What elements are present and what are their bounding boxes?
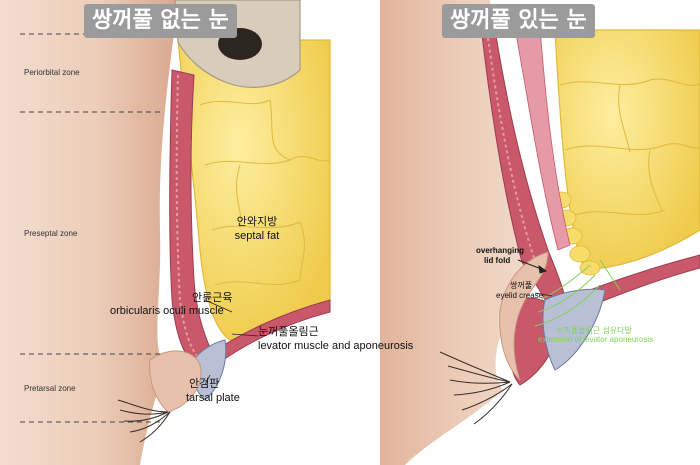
title-no-double-eyelid: 쌍꺼풀 없는 눈 xyxy=(84,4,237,38)
left-muscle-fiber xyxy=(175,74,199,358)
label-orbicularis-ko: 안륜근육 xyxy=(192,292,233,304)
left-eyelashes xyxy=(117,399,171,443)
label-septal-fat-en: septal fat xyxy=(234,230,280,242)
right-septum-band xyxy=(514,27,571,251)
label-septal-fat-ko: 안와지방 xyxy=(236,216,278,228)
zone-label-pretarsal: Pretarsal zone xyxy=(24,384,76,393)
label-levator-extension-en: extension of levator aponeurosis xyxy=(538,335,654,344)
title-with-double-eyelid: 쌍꺼풀 있는 눈 xyxy=(442,4,595,38)
right-fat-lobules xyxy=(559,78,700,216)
right-eyelashes xyxy=(439,351,513,425)
label-crease-ko: 쌍꺼풀 xyxy=(510,281,533,290)
right-overhanging-fold xyxy=(499,251,549,381)
label-crease-en: eyelid crease xyxy=(496,291,544,300)
right-overhang-arrow xyxy=(517,259,548,274)
label-levator-en: levator muscle and aponeurosis xyxy=(258,340,414,352)
left-levator xyxy=(211,299,331,363)
label-tarsal-ko: 안검판 xyxy=(189,378,220,390)
label-orbicularis-en: orbicularis oculi muscle xyxy=(110,305,224,317)
label-lid-fold: lid fold xyxy=(484,256,511,265)
label-overhanging: overhanging xyxy=(476,246,525,255)
zone-label-periorbital: Periorbital zone xyxy=(24,68,80,77)
zone-label-preseptal: Preseptal zone xyxy=(24,229,78,238)
left-lid-margin xyxy=(149,350,202,413)
left-panel-no-crease xyxy=(0,0,331,465)
left-skin xyxy=(0,0,178,465)
right-levator-fibers xyxy=(534,259,621,327)
right-panel-with-crease xyxy=(380,0,700,465)
label-tarsal-en: tarsal plate xyxy=(186,392,240,404)
left-fat-lobules xyxy=(199,99,331,286)
label-levator-ko: 눈꺼풀올림근 xyxy=(258,326,319,338)
right-crease-leader xyxy=(534,292,553,297)
label-levator-extension-ko: 눈꺼풀올림근 섬유다발 xyxy=(556,326,632,335)
right-tarsal-plate xyxy=(542,288,606,371)
left-leader-lines xyxy=(204,299,259,386)
